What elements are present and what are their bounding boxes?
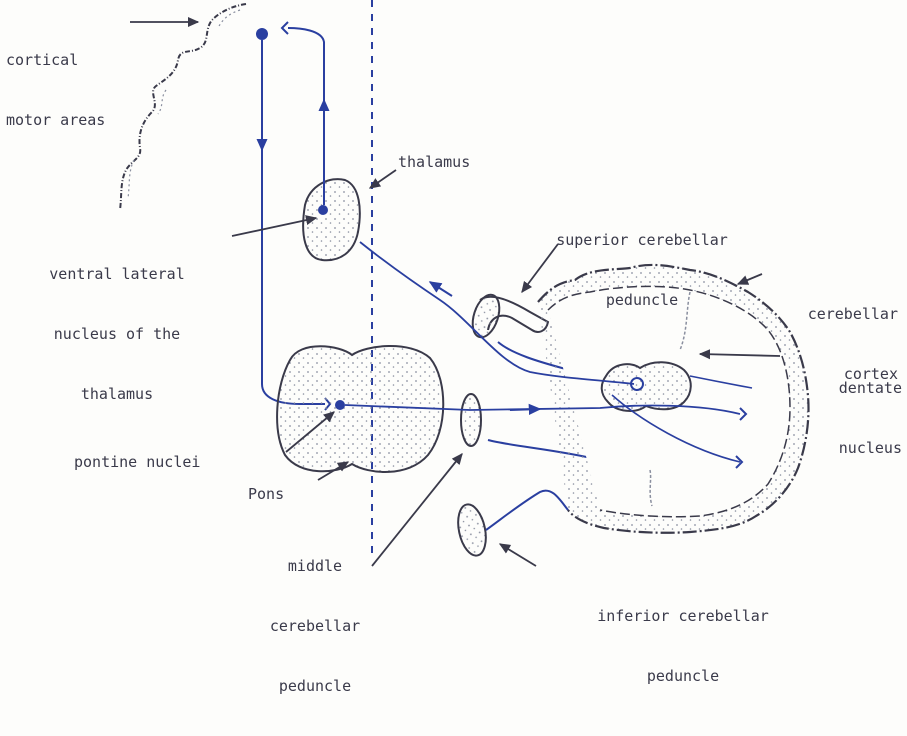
inferior-cerebellar-peduncle-cut	[454, 502, 490, 558]
label-pontine-nuclei: pontine nuclei	[74, 452, 200, 472]
pontocerebellar-arrow	[510, 409, 540, 410]
label-scp-line2: peduncle	[494, 290, 790, 310]
label-mcp-line3: peduncle	[250, 676, 380, 696]
label-pons: Pons	[248, 484, 284, 504]
label-icp-line1: inferior cerebellar	[528, 606, 838, 626]
label-scp-line1: superior cerebellar	[494, 230, 790, 250]
dentatothalamic-arrow	[430, 282, 452, 296]
label-thalamus: thalamus	[398, 152, 470, 172]
label-cortical-line1: cortical	[6, 50, 105, 70]
label-vl-line2: nucleus of the	[2, 324, 232, 344]
label-cc-line1: cerebellar	[758, 304, 898, 324]
cortex-surface-inner	[128, 10, 240, 198]
label-mcp-line2: cerebellar	[250, 616, 380, 636]
pons-shape	[277, 346, 443, 472]
label-dentate-nucleus: dentate nucleus	[780, 338, 902, 498]
label-dn-line2: nucleus	[780, 438, 902, 458]
thalamocortical-tract	[288, 28, 324, 205]
pontine-nucleus-neuron	[335, 400, 345, 410]
label-middle-cerebellar-peduncle: middle cerebellar peduncle	[250, 516, 380, 736]
label-dn-line1: dentate	[780, 378, 902, 398]
label-icp-line2: peduncle	[528, 666, 838, 686]
cortex-surface-outline	[120, 4, 246, 210]
thalamocortical-terminal	[282, 22, 288, 34]
label-mcp-line1: middle	[250, 556, 380, 576]
label-superior-cerebellar-peduncle: superior cerebellar peduncle	[494, 190, 790, 350]
leader-inferior-peduncle	[500, 544, 536, 566]
ventral-lateral-nucleus-neuron	[318, 205, 328, 215]
label-cortical-motor-areas: cortical motor areas	[6, 10, 105, 170]
cerebellar-pathway-diagram: cortical motor areas thalamus ventral la…	[0, 0, 907, 603]
label-vl-line1: ventral lateral	[2, 264, 232, 284]
dentate-nucleus-shape	[602, 362, 691, 411]
cortical-neuron	[256, 28, 268, 40]
middle-cerebellar-peduncle-cut	[461, 394, 481, 446]
label-inferior-cerebellar-peduncle: inferior cerebellar peduncle	[528, 566, 838, 726]
label-cortical-line2: motor areas	[6, 110, 105, 130]
label-vl-line3: thalamus	[2, 384, 232, 404]
leader-thalamus	[370, 170, 396, 188]
label-ventral-lateral-nucleus: ventral lateral nucleus of the thalamus	[2, 224, 232, 444]
